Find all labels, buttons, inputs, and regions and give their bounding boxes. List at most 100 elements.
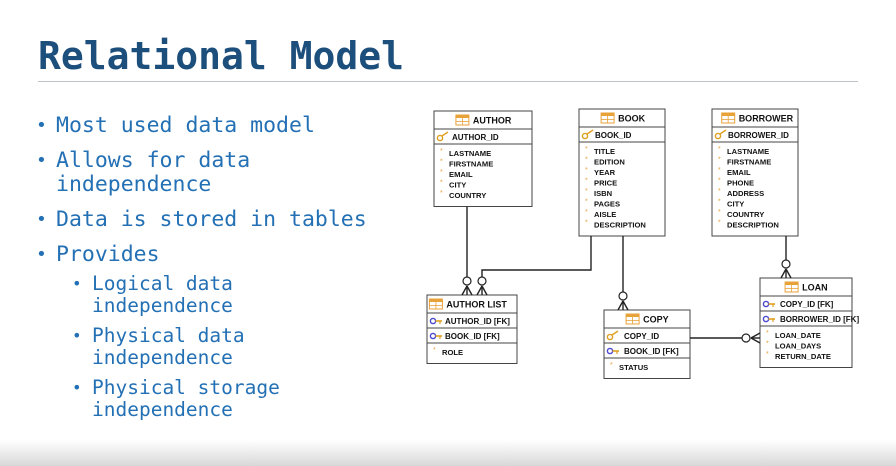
field-marker: * (585, 188, 588, 195)
entity-name: LOAN (802, 283, 828, 293)
entity-field: PAGES (594, 200, 620, 209)
table-icon (428, 298, 443, 310)
key-field: BOOK_ID [FK] (624, 347, 679, 356)
entity-field: STATUS (619, 363, 648, 372)
key-icon (581, 129, 594, 140)
entity-field: EMAIL (727, 168, 751, 177)
entity-field: FIRSTNAME (727, 158, 771, 167)
entity-field: TITLE (594, 147, 615, 156)
field-marker: * (610, 362, 613, 369)
relationship-lines (461, 206, 792, 344)
entity-name: BORROWER (739, 114, 794, 124)
field-marker: * (440, 148, 443, 155)
bullet-item: Allows for data independence (36, 149, 367, 197)
field-marker: * (585, 199, 588, 206)
field-marker: * (718, 157, 721, 164)
entity-field: LASTNAME (449, 149, 491, 158)
sub-bullet-item: Physical storage independence (72, 377, 367, 421)
entity-author-list: AUTHOR LIST AUTHOR_ID [FK] BOOK_ID [FK] * RO… (426, 294, 518, 364)
entity-field: EMAIL (449, 170, 473, 179)
foreign-key-icon (429, 317, 442, 325)
field-marker: * (585, 167, 588, 174)
table-icon (600, 112, 615, 124)
field-marker: * (718, 178, 721, 185)
sub-bullet-text: Physical storage independence (92, 376, 280, 421)
bullet-item: Most used data model (36, 113, 367, 139)
key-field: AUTHOR_ID [FK] (445, 317, 510, 326)
field-marker: * (440, 169, 443, 176)
entity-field: DESCRIPTION (594, 221, 646, 230)
field-marker: * (766, 351, 769, 358)
field-marker: * (585, 220, 588, 227)
entity-field: COUNTRY (727, 210, 764, 219)
key-icon (714, 129, 727, 140)
key-field: COPY_ID (624, 332, 659, 341)
slide-title: Relational Model (38, 34, 405, 78)
key-field: BOOK_ID [FK] (445, 332, 500, 341)
field-marker: * (585, 178, 588, 185)
entity-field: LASTNAME (727, 147, 769, 156)
key-field: AUTHOR_ID (452, 133, 499, 142)
bullet-text: Data is stored in tables (56, 207, 367, 232)
bullet-item: Provides Logical data independence Physi… (36, 243, 367, 421)
crow-foot-icon (476, 276, 488, 296)
field-marker: * (718, 146, 721, 153)
bullet-list: Most used data model Allows for data ind… (36, 114, 367, 432)
table-icon (625, 313, 640, 325)
bullet-text: Most used data model (56, 113, 315, 138)
table-icon (784, 281, 799, 293)
field-marker: * (433, 347, 436, 354)
key-icon (436, 131, 449, 142)
field-marker: * (440, 159, 443, 166)
crow-foot-icon (741, 332, 761, 344)
entity-field: COUNTRY (449, 191, 486, 200)
key-field: COPY_ID [FK] (780, 300, 834, 309)
entity-author: AUTHOR AUTHOR_ID * LASTNAME * FIRSTNAME * EMAIL… (433, 110, 533, 207)
field-marker: * (585, 209, 588, 216)
sub-bullet-list: Logical data independence Physical data … (72, 273, 367, 421)
sub-bullet-text: Logical data independence (92, 272, 233, 317)
entity-field: CITY (449, 181, 466, 190)
field-marker: * (718, 209, 721, 216)
foreign-key-icon (429, 332, 442, 340)
entity-field: ADDRESS (727, 189, 764, 198)
entity-field: AISLE (594, 210, 616, 219)
table-icon (455, 114, 470, 126)
bullet-text: Provides (56, 242, 160, 267)
key-field: BORROWER_ID (728, 131, 789, 140)
field-marker: * (585, 157, 588, 164)
field-marker: * (585, 146, 588, 153)
bullet-text: Allows for data independence (56, 148, 251, 197)
field-marker: * (766, 341, 769, 348)
entity-name: BOOK (618, 114, 646, 124)
bottom-shadow (0, 440, 896, 466)
entity-field: RETURN_DATE (775, 352, 831, 361)
sub-bullet-item: Logical data independence (72, 273, 367, 317)
sub-bullet-text: Physical data independence (92, 324, 245, 369)
entity-field: ISBN (594, 189, 612, 198)
crow-foot-icon (780, 259, 792, 279)
crow-foot-icon (461, 276, 473, 296)
entity-field: CITY (727, 200, 744, 209)
entity-field: ROLE (442, 348, 463, 357)
entity-field: PRICE (594, 179, 617, 188)
entity-field: FIRSTNAME (449, 160, 493, 169)
entity-book: BOOK BOOK_ID * TITLE * EDITION * YEAR * PRICE * ISB… (578, 108, 666, 237)
field-marker: * (766, 330, 769, 337)
entity-field: LOAN_DAYS (775, 342, 821, 351)
key-field: BOOK_ID (595, 131, 632, 140)
entity-borrower: BORROWER BORROWER_ID * LASTNAME * FIRSTNAME * E… (711, 108, 799, 237)
entity-field: YEAR (594, 168, 616, 177)
entity-name: AUTHOR (473, 116, 512, 126)
field-marker: * (718, 220, 721, 227)
field-marker: * (440, 180, 443, 187)
table-icon (721, 112, 736, 124)
entity-field: EDITION (594, 158, 625, 167)
crow-foot-icon (617, 291, 629, 311)
sub-bullet-item: Physical data independence (72, 325, 367, 369)
field-marker: * (718, 188, 721, 195)
entity-name: AUTHOR LIST (446, 300, 507, 310)
title-divider (38, 81, 858, 82)
